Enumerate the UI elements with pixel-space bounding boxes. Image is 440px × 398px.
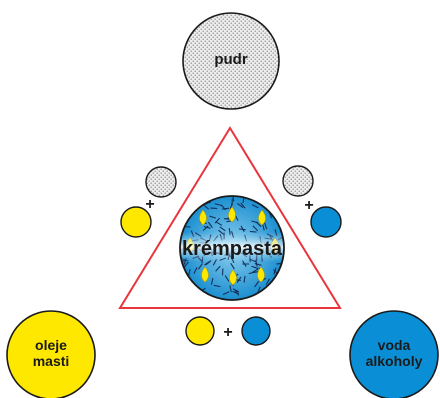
combo-powder-oil: + [121, 167, 176, 237]
combo-oil-water-oil-circle [186, 317, 214, 345]
combo-powder-water-plus: + [304, 197, 313, 214]
combo-powder-oil-powder-circle [146, 167, 176, 197]
combo-oil-water-water-circle [242, 317, 270, 345]
combo-oil-water: + [186, 317, 270, 345]
water-label-line1: voda [378, 337, 411, 353]
oils-label-line1: oleje [35, 337, 67, 353]
powder-label: pudr [214, 51, 247, 68]
powder-node: pudr [183, 13, 279, 109]
combo-powder-oil-plus: + [145, 196, 154, 213]
paste-dash [223, 208, 229, 209]
paste-label: krémpasta [182, 238, 283, 260]
combo-powder-oil-oil-circle [121, 207, 151, 237]
combo-powder-water: + [283, 166, 341, 237]
paste-dash [250, 232, 256, 233]
water-label-line2: alkoholy [366, 353, 423, 369]
oils-label-line2: masti [33, 353, 70, 369]
combo-powder-water-water-circle [311, 207, 341, 237]
water-node: voda alkoholy [350, 311, 438, 398]
paste-node: krémpasta [180, 195, 284, 300]
oils-node: oleje masti [7, 311, 95, 398]
combo-powder-water-powder-circle [283, 166, 313, 196]
combo-oil-water-plus: + [223, 324, 232, 341]
